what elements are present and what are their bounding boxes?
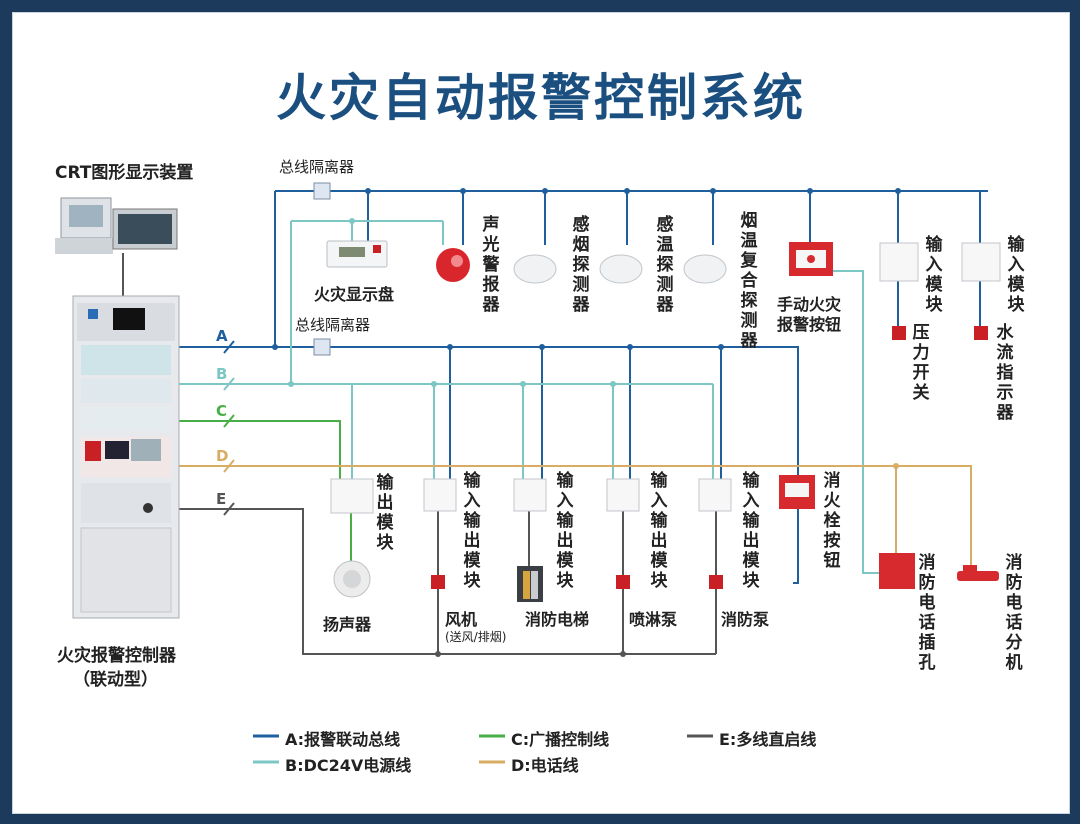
sprinkler-pump-label: 喷淋泵 [629, 610, 678, 629]
bus-isolator-label-1: 总线隔离器 [279, 158, 355, 176]
legend-swatches [253, 734, 713, 764]
bus-isolator-label-2: 总线隔离器 [295, 316, 371, 334]
diagram-frame: 火灾自动报警控制系统 [12, 12, 1070, 814]
manual-alarm-label-1: 手动火灾 [777, 295, 842, 314]
bus-c-lines [178, 420, 352, 561]
output-module-label: 输出模块 [376, 473, 394, 553]
manual-alarm-label-2: 报警按钮 [777, 315, 842, 334]
sprinkler-pump-device [616, 575, 630, 589]
io-module-label-1: 输入输出模块 [463, 471, 481, 591]
bus-a-lines [178, 190, 988, 584]
fan-sub-label: (送风/排烟) [445, 630, 507, 644]
legend-b: B:DC24V电源线 [285, 756, 412, 775]
input-module-label-1: 输入模块 [925, 235, 943, 315]
bus-isolator-1-device [313, 182, 331, 200]
input-module-label-2: 输入模块 [1007, 235, 1025, 315]
bus-letter-a: A [216, 327, 228, 345]
legend-c: C:广播控制线 [511, 730, 610, 749]
phone-ext-label: 消防电话分机 [1005, 553, 1023, 673]
sound-light-alarm-label: 声光警报器 [482, 215, 500, 315]
elevator-label: 消防电梯 [525, 610, 590, 629]
bus-letter-d: D [216, 447, 229, 465]
sound-light-alarm-device [436, 248, 470, 282]
bus-b-lines [178, 220, 879, 574]
controller-sub-label: （联动型） [73, 670, 158, 690]
pressure-switch-label: 压力开关 [912, 323, 930, 403]
speaker-device [333, 560, 371, 598]
fire-pump-label: 消防泵 [721, 610, 770, 629]
crt-display-device [55, 197, 178, 254]
phone-jack-device [879, 553, 915, 589]
manual-alarm-device [789, 242, 833, 276]
pressure-switch-device [892, 326, 906, 340]
smoke-detector-label: 感烟探测器 [572, 215, 590, 315]
legend-e: E:多线直启线 [719, 730, 817, 749]
io-module-label-4: 输入输出模块 [742, 471, 760, 591]
fire-display-panel-device [326, 240, 388, 268]
fan-device [431, 575, 445, 589]
water-flow-label: 水流指示器 [996, 323, 1014, 423]
speaker-label: 扬声器 [323, 615, 372, 634]
bus-letter-c: C [216, 402, 228, 420]
elevator-device [517, 566, 543, 602]
legend-a: A:报警联动总线 [285, 730, 401, 749]
legend-d: D:电话线 [511, 756, 579, 775]
wiring-diagram [55, 182, 1001, 764]
detector-devices [513, 254, 727, 284]
hydrant-button-label: 消火栓按钮 [823, 471, 841, 571]
fire-pump-device [709, 575, 723, 589]
bus-letter-e: E [216, 490, 227, 508]
crt-label: CRT图形显示装置 [55, 163, 194, 183]
combo-detector-label: 烟温复合探测器 [740, 211, 758, 351]
water-flow-device [974, 326, 988, 340]
io-module-label-3: 输入输出模块 [650, 471, 668, 591]
fire-controller-cabinet [72, 295, 180, 619]
hydrant-button-device [779, 475, 815, 509]
fire-display-label: 火灾显示盘 [314, 285, 395, 304]
bus-isolator-2-device [313, 338, 331, 356]
bottom-modules [330, 478, 732, 514]
phone-jack-label: 消防电话插孔 [918, 553, 936, 673]
page-title: 火灾自动报警控制系统 [276, 69, 806, 127]
bus-letter-b: B [216, 365, 228, 383]
phone-ext-device [957, 565, 999, 581]
io-module-label-2: 输入输出模块 [556, 471, 574, 591]
bus-d-lines [178, 465, 972, 573]
input-modules-top [879, 242, 1001, 282]
controller-label: 火灾报警控制器 [57, 646, 176, 666]
fan-label: 风机 [445, 610, 478, 629]
heat-detector-label: 感温探测器 [656, 215, 674, 315]
